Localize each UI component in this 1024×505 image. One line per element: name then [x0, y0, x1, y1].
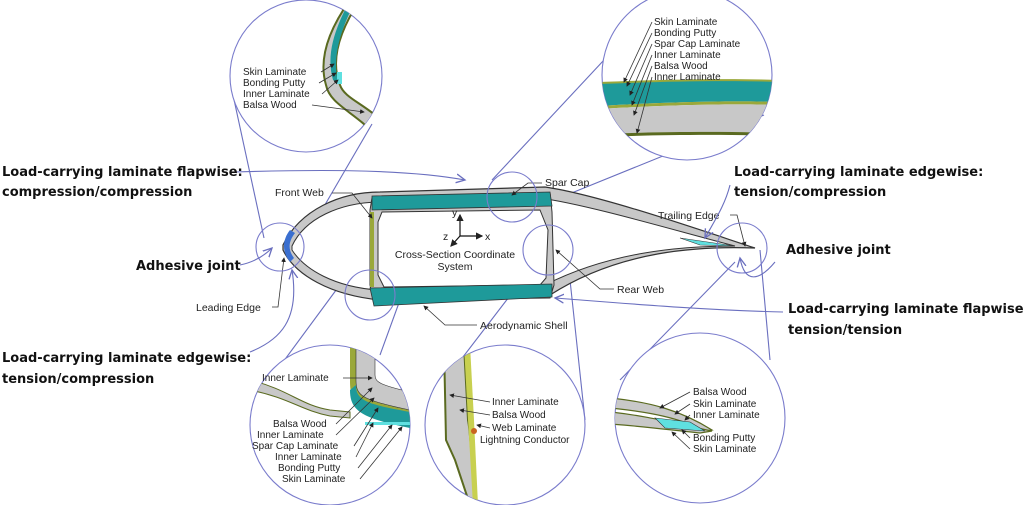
- le-label-0: Skin Laminate: [243, 67, 307, 78]
- rw-label-0: Inner Laminate: [492, 397, 559, 408]
- leading-edge-adhesive: [284, 230, 295, 262]
- detail-leading-edge-labels: Skin Laminate Bonding Putty Inner Lamina…: [243, 63, 365, 114]
- front-web-label: Front Web: [275, 187, 324, 199]
- annotation-arrows: [234, 169, 784, 353]
- coord-system-label-2: System: [437, 261, 472, 273]
- axis-x-label: x: [485, 231, 491, 243]
- le-label-1: Bonding Putty: [243, 78, 305, 89]
- sc-bot-label-2: Inner Laminate: [257, 430, 324, 441]
- le-label-2: Inner Laminate: [243, 89, 310, 100]
- spar-cap-top: [371, 191, 553, 211]
- te-label-1: Skin Laminate: [693, 399, 757, 410]
- spar-cap-label: Spar Cap: [545, 177, 590, 189]
- sc-bot-label-5: Bonding Putty: [278, 463, 340, 474]
- front-web-laminate: [370, 212, 374, 287]
- flap-tens-label-1: Load-carrying laminate flapwise:: [788, 302, 1024, 317]
- sc-bot-label-3: Spar Cap Laminate: [252, 441, 339, 452]
- le-label-3: Balsa Wood: [243, 100, 297, 111]
- leading-edge-label: Leading Edge: [196, 302, 261, 314]
- sc-bot-label-4: Inner Laminate: [275, 452, 342, 463]
- trailing-edge-label: Trailing Edge: [658, 210, 720, 222]
- flap-comp-label-1: Load-carrying laminate flapwise:: [2, 165, 243, 180]
- detail-leading-edge: Skin Laminate Bonding Putty Inner Lamina…: [229, 0, 383, 153]
- coordinate-system: y x z Cross-Section Coordinate System: [395, 207, 515, 273]
- adhesive-left-label: Adhesive joint: [136, 259, 241, 274]
- sc-top-label-2: Spar Cap Laminate: [654, 39, 741, 50]
- rw-label-2: Web Laminate: [492, 423, 557, 434]
- load-annotations: Load-carrying laminate flapwise: compres…: [2, 165, 1024, 387]
- rw-label-1: Balsa Wood: [492, 410, 546, 421]
- coord-system-label-1: Cross-Section Coordinate: [395, 249, 515, 261]
- sc-top-label-5: Inner Laminate: [654, 72, 721, 83]
- flap-comp-label-2: compression/compression: [2, 185, 192, 200]
- rw-label-3: Lightning Conductor: [480, 435, 570, 446]
- sc-bot-label-1: Balsa Wood: [273, 419, 327, 430]
- aerodynamic-shell-label: Aerodynamic Shell: [480, 320, 568, 332]
- small-callout-circles: [255, 171, 768, 321]
- edge-left-label-1: Load-carrying laminate edgewise:: [2, 351, 251, 366]
- adhesive-right-label: Adhesive joint: [786, 243, 891, 258]
- te-label-2: Inner Laminate: [693, 410, 760, 421]
- sc-bot-label-0: Inner Laminate: [262, 373, 329, 384]
- axis-y-label: y: [452, 207, 458, 219]
- edge-left-label-2: tension/compression: [2, 372, 154, 387]
- axis-z-label: z: [443, 231, 448, 243]
- te-label-4: Skin Laminate: [693, 444, 757, 455]
- sc-top-label-3: Inner Laminate: [654, 50, 721, 61]
- detail-rear-web: Inner Laminate Balsa Wood Web Laminate L…: [424, 344, 586, 505]
- sc-bot-label-6: Skin Laminate: [282, 474, 346, 485]
- detail-trailing-edge: Balsa Wood Skin Laminate Inner Laminate …: [614, 332, 786, 504]
- te-label-0: Balsa Wood: [693, 387, 747, 398]
- edge-right-label-1: Load-carrying laminate edgewise:: [734, 165, 983, 180]
- rear-web-label: Rear Web: [617, 284, 664, 296]
- sc-top-label-4: Balsa Wood: [654, 61, 708, 72]
- te-label-3: Bonding Putty: [693, 433, 755, 444]
- edge-right-label-2: tension/compression: [734, 185, 886, 200]
- sc-top-label-0: Skin Laminate: [654, 17, 718, 28]
- detail-spar-cap-top: Skin Laminate Bonding Putty Spar Cap Lam…: [601, 0, 773, 161]
- flap-tens-label-2: tension/tension: [788, 323, 902, 338]
- spar-cap-bottom: [369, 283, 553, 307]
- airfoil-section: y x z Cross-Section Coordinate System Fr…: [196, 177, 756, 332]
- sc-top-label-1: Bonding Putty: [654, 28, 716, 39]
- detail-spar-cap-bottom: Inner Laminate Balsa Wood Inner Laminate…: [249, 344, 411, 505]
